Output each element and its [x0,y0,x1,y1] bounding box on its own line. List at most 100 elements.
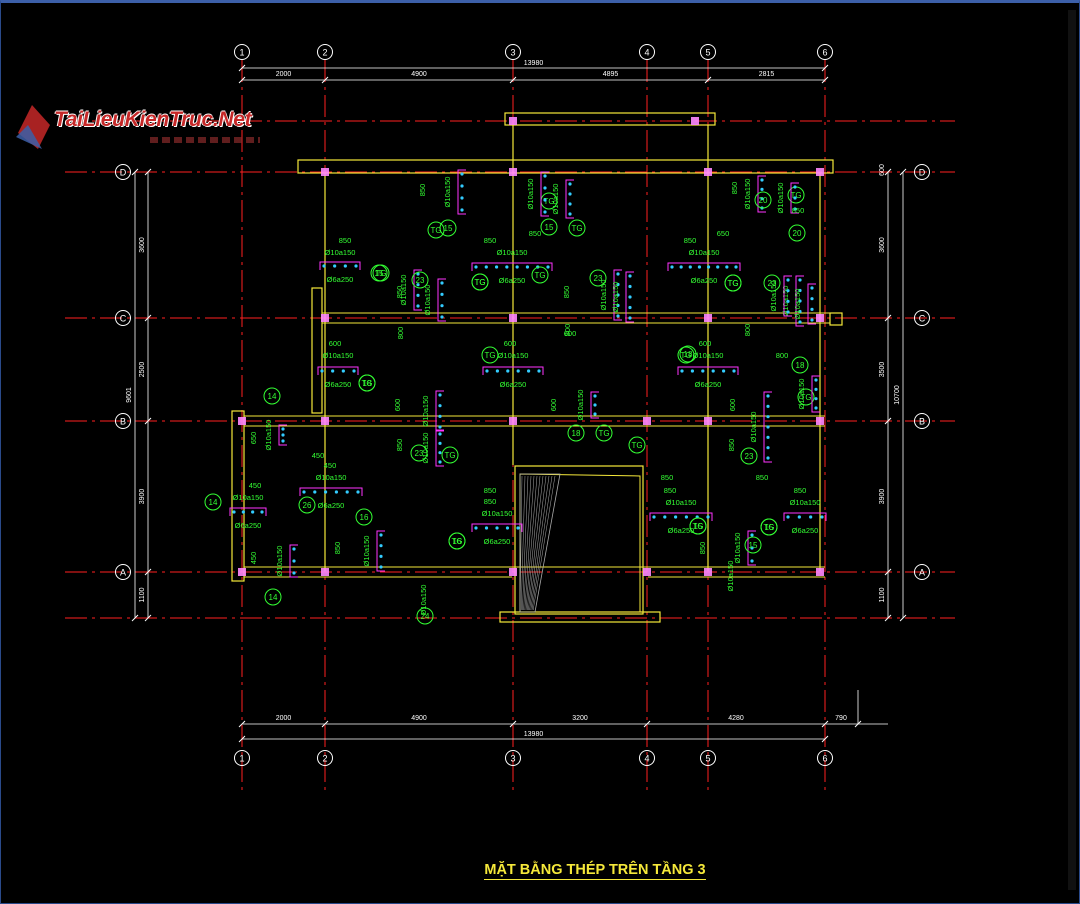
rebar-v-3-bar-3 [416,304,420,308]
grid-bubble-right-D-circle [914,164,930,180]
rebar-v-14-bar-4 [766,435,770,439]
loose-mark-14-circle [355,508,373,526]
mark26-text: 26 [303,501,312,510]
grid-bubble-bottom-4-circle [639,750,655,766]
grid-bubble-bottom-1-label: 1 [239,754,244,764]
rebar-v-18-bar-1 [750,546,754,550]
dim-bottom-tick-4 [821,720,829,728]
dim-right-text-3: 1100 [879,587,886,602]
dim-left-tick-1 [144,314,152,322]
rebar-v-16-bar-0 [292,547,296,551]
column-10 [509,417,517,425]
rebar-v-1-bar-1 [543,186,547,190]
rebar-v-6-bar-0 [628,274,632,278]
rebar-h-5-bar-5 [732,369,736,373]
stair-hatch-line-8 [529,475,547,611]
rebar-h-9-bar-2 [809,515,813,519]
grid-bubble-right-B-label: B [919,417,925,427]
rebar-h-5-top: Ø10a150 [693,351,724,360]
rebar-v-9-bar-3 [810,318,814,322]
grid-bubble-left-D-circle [115,164,131,180]
rebar-v-5-bar-4 [616,314,620,318]
stair-hatch-line-10 [531,475,553,611]
stair-hatch-line-9 [530,475,550,611]
stair-hatch-line-11 [532,475,556,611]
tg-mark-1-text: TG [361,379,372,388]
rebar-h-5-stirrup [677,366,739,375]
rebar-v-20-label: Ø10a150 [769,281,778,312]
rebar-v-14-bar-0 [766,394,770,398]
rebar-v-12-bar-1 [438,441,442,445]
rebar-v-20-bar-2 [786,299,790,303]
rebar-h-1-bar-2 [494,265,499,269]
loose-mark-3-text: 15 [545,223,554,232]
rebar-h-4-bar-4 [527,369,531,373]
grid-bubble-bottom-3-label: 3 [510,754,515,764]
dim-top-total-text: 13980 [524,60,544,67]
grid-bubble-bottom-3-circle [505,750,521,766]
rebar-v-0-label: Ø10a150 [443,177,452,208]
dim-note-11: 850 [727,439,736,452]
rebar-v-6-bar-1 [628,284,632,289]
watermark-dots [150,137,260,143]
grid-bubble-bottom-4-label: 4 [644,754,649,764]
rebar-v-17-bar-3 [379,565,383,569]
loose-mark-7-text: 23 [415,449,424,458]
grid-bubble-bottom-6-label: 6 [822,754,827,764]
grid-bubble-top-5-circle [700,44,716,60]
loose-mark-15-circle [679,345,697,363]
mark18-d-text: TG [680,351,691,360]
rebar-h-7-bar-0 [474,526,478,530]
dim-left-text-3: 1100 [139,587,146,602]
rebar-v-11-stirrup [435,390,444,432]
column-7 [816,314,824,322]
loose-mark-4-circle [788,224,806,242]
rebar-v-6-bar-2 [628,295,632,299]
dim-top-total-tick-a [238,64,246,72]
rebar-v-10-bar-2 [814,397,818,401]
rebar-h-3-bottom: Ø6a250 [325,380,352,389]
tg-mark-13-circle [441,446,459,464]
tg-mark-5-text: TG [692,522,703,531]
tg-mark-7-circle [531,266,549,284]
rebar-v-19-bar-0 [793,185,797,189]
grid-bubble-top-3-label: 3 [510,48,515,58]
rebar-h-6-bar-5 [356,490,360,494]
rebar-v-16-stirrup [289,544,298,578]
dim-note-5: 800 [563,324,572,337]
rebar-v-1-bar-0 [543,174,547,178]
beam-top-bay [504,112,716,126]
tg-mark-10-text: TG [790,191,801,200]
rebar-v-9-label: Ø10a150 [793,289,802,320]
dim-note-18: 850 [792,206,805,215]
rebar-h-6-bar-1 [313,490,317,494]
rebar-h-8-bar-2 [674,515,678,519]
stair-hatch-line-7 [528,475,544,611]
rebar-h-10-bar-1 [241,510,245,514]
dim-top-text-1: 4900 [411,71,427,78]
rebar-v-2-bar-1 [568,192,572,196]
rebar-v-20-bar-1 [786,289,790,293]
dim-note-3: 850 [562,286,571,299]
loose-mark-1-circle [264,588,282,606]
rebar-v-1-bar-3 [543,210,547,214]
dim-right-tick-2 [884,417,892,425]
rebar-v-6-label: Ø10a150 [611,282,620,313]
scrollbar[interactable] [1068,10,1076,890]
rebar-v-0-bar-0 [460,172,464,176]
rebar-h-0-bar-1 [333,264,337,268]
rebar-h-0-bar-3 [354,264,358,268]
grid-bubble-bottom-5-label: 5 [705,754,710,764]
dim-note-9: 600 [728,399,737,412]
rebar-h-3-dim: 600 [329,339,342,348]
dim-note-21: 600 [564,329,577,338]
dim-note-8: 600 [549,399,558,412]
rebar-v-5-bar-2 [616,293,620,297]
loose-mark-1-text: 14 [269,593,278,602]
dim-left-text-2: 3900 [139,489,146,505]
rebar-v-9-bar-0 [810,286,814,290]
loose-mark-14-text: 16 [360,513,369,522]
rebar-h-8-bar-5 [706,515,710,519]
mark15-a-text: 15 [375,269,384,278]
dim-left-tick-2 [144,417,152,425]
